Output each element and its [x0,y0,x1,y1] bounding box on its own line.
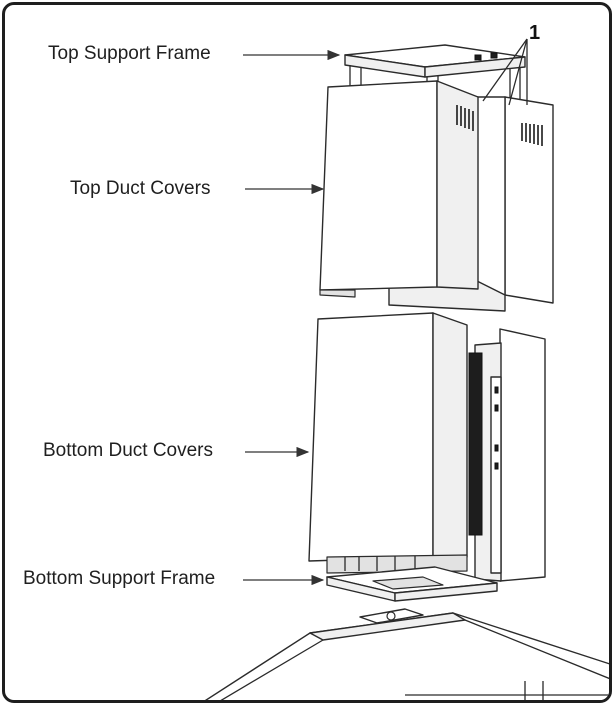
callout-1: 1 [482,22,540,106]
exploded-assembly-diagram: 1 [23,22,609,700]
label-bottom-duct-covers: Bottom Duct Covers [43,440,310,461]
bottom-duct-covers [308,312,546,582]
label-top-support-frame-text: Top Support Frame [48,43,211,64]
label-top-duct-covers: Top Duct Covers [70,178,325,199]
label-bottom-duct-covers-text: Bottom Duct Covers [43,440,213,461]
label-top-duct-covers-text: Top Duct Covers [70,178,210,199]
top-duct-covers [319,80,554,312]
bottom-support-frame [326,566,498,602]
label-bottom-support-frame-text: Bottom Support Frame [23,568,215,589]
label-bottom-support-frame: Bottom Support Frame [23,568,325,589]
label-top-support-frame: Top Support Frame [48,43,341,64]
top-support-frame [344,44,526,100]
callout-number: 1 [529,22,540,44]
hood-canopy [204,608,609,700]
